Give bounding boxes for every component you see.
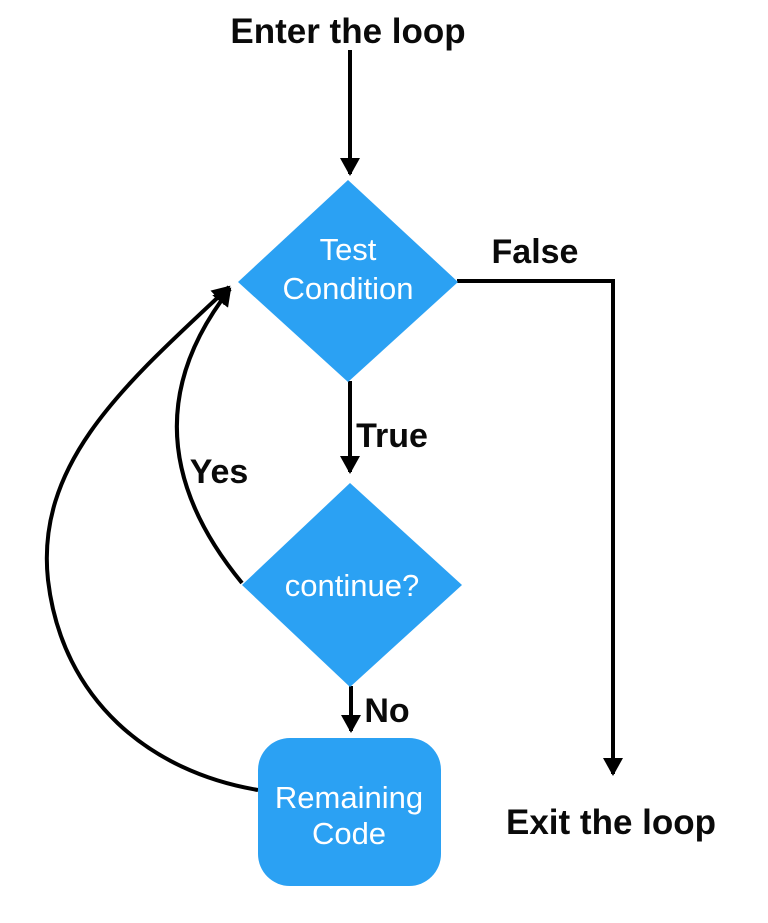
node-continue: continue? (242, 483, 462, 687)
edge-yes-curve-arrow (174, 287, 244, 585)
node-remaining-code: Remaining Code (258, 738, 441, 886)
continue-label: continue? (285, 568, 419, 603)
label-enter-the-loop: Enter the loop (230, 12, 465, 51)
edge-false-exit-arrow (457, 279, 623, 776)
remaining-code-box (258, 738, 441, 886)
label-exit-the-loop: Exit the loop (506, 803, 716, 842)
edge-loopback-curve-arrow (44, 285, 259, 792)
remaining-code-label-line2: Code (312, 816, 386, 851)
test-condition-label-line1: Test (320, 232, 377, 267)
remaining-code-label-line1: Remaining (275, 780, 423, 815)
label-yes: Yes (190, 453, 249, 491)
continue-diamond (242, 483, 462, 687)
test-condition-label-line2: Condition (283, 271, 414, 306)
label-false: False (492, 233, 579, 271)
label-true: True (356, 417, 428, 455)
test-condition-diamond (238, 180, 458, 382)
node-test-condition: Test Condition (238, 180, 458, 382)
label-no: No (364, 692, 409, 730)
